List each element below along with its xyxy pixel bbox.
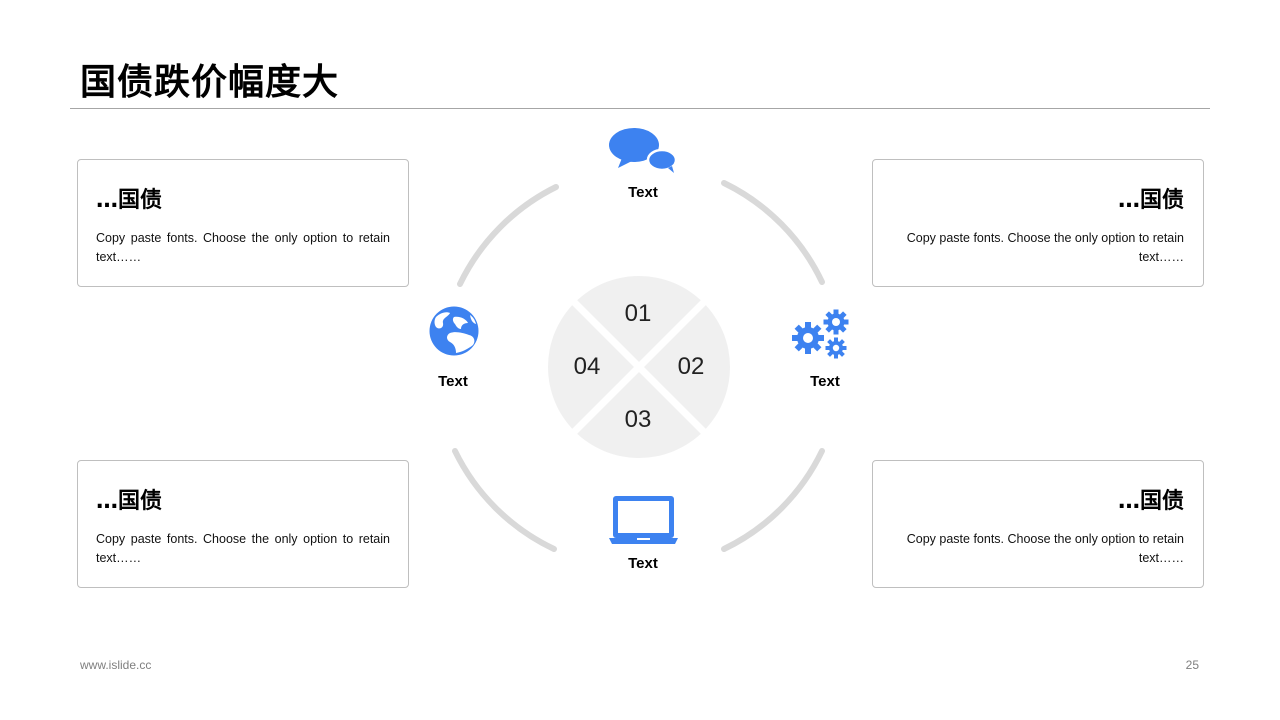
- outer-ring: [452, 180, 825, 552]
- laptop-icon: [609, 496, 678, 544]
- card-body: Copy paste fonts. Choose the only option…: [906, 231, 1184, 264]
- card-body: Copy paste fonts. Choose the only option…: [906, 532, 1184, 565]
- info-card-bottom-left: …国债 Copy paste fonts. Choose the only op…: [77, 460, 409, 588]
- quadrant-number-04: 04: [573, 353, 601, 380]
- ring-arc-bottom-left: [452, 448, 557, 552]
- info-card-bottom-right: …国债 Copy paste fonts. Choose the only op…: [872, 460, 1204, 588]
- cycle-label-top: Text: [628, 184, 658, 201]
- card-title: …国债: [1117, 188, 1184, 213]
- page-title: 国债跌价幅度大: [80, 62, 340, 103]
- ring-arc-top-right: [721, 180, 825, 285]
- quadrant-number-03: 03: [624, 406, 652, 433]
- card-body: Copy paste fonts. Choose the only option…: [96, 532, 390, 565]
- gears-icon: [792, 309, 849, 359]
- card-title: …国债: [1117, 489, 1184, 514]
- quadrant-number-01: 01: [624, 300, 652, 327]
- quadrant-number-02: 02: [677, 353, 705, 380]
- card-body: Copy paste fonts. Choose the only option…: [96, 231, 390, 264]
- cycle-label-left: Text: [438, 373, 468, 390]
- cycle-label-bottom: Text: [628, 555, 658, 572]
- globe-icon: [429, 306, 479, 356]
- ring-arc-bottom-right: [721, 448, 825, 552]
- chat-bubbles-icon: [609, 128, 678, 173]
- ring-arc-top-left: [457, 184, 559, 287]
- info-card-top-left: …国债 Copy paste fonts. Choose the only op…: [77, 159, 409, 287]
- title-divider: [70, 108, 1210, 109]
- card-title: …国债: [96, 489, 163, 514]
- info-card-top-right: …国债 Copy paste fonts. Choose the only op…: [872, 159, 1204, 287]
- quadrant-divider: [567, 295, 711, 439]
- card-title: …国债: [96, 188, 163, 213]
- center-quadrants: [548, 276, 730, 458]
- page-number: 25: [1185, 658, 1199, 672]
- footer-url: www.islide.cc: [80, 658, 152, 672]
- cycle-label-right: Text: [810, 373, 840, 390]
